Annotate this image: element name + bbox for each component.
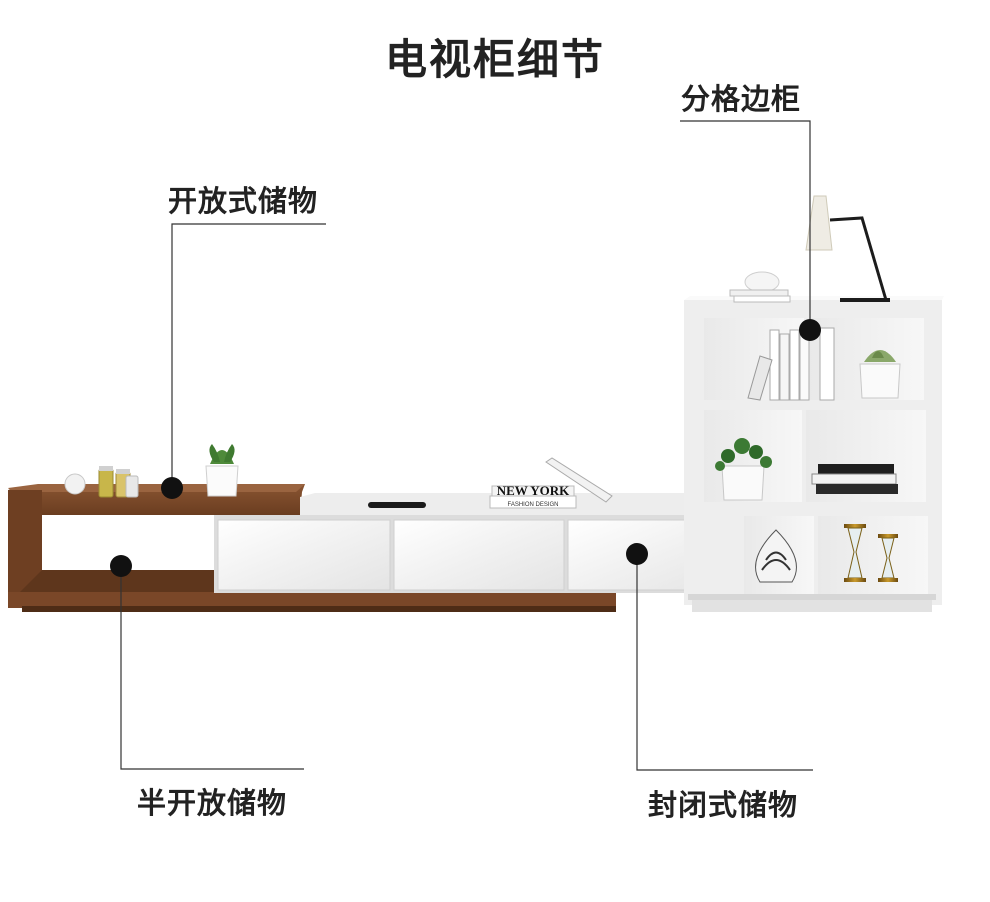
callout-dot-closed — [626, 543, 648, 565]
callout-semi-open-storage — [110, 555, 304, 770]
shelf-books-stack — [811, 464, 898, 494]
callout-open-storage — [161, 223, 326, 499]
callout-divider-cabinet — [680, 120, 821, 341]
callout-dot-divider — [799, 319, 821, 341]
callout-dot-semi — [110, 555, 132, 577]
hourglasses — [844, 524, 898, 582]
ceramic-vase — [755, 529, 797, 583]
label-open-storage: 开放式储物 — [168, 184, 319, 218]
top-books-decor — [729, 271, 791, 303]
decor-jars — [64, 466, 139, 498]
label-divider-cabinet: 分格边柜 — [681, 82, 802, 116]
potted-succulent — [205, 444, 239, 497]
book-subtitle: FASHION DESIGN — [507, 502, 558, 508]
page-title: 电视柜细节 — [384, 35, 605, 84]
shelf-plant-middle — [715, 438, 772, 501]
book-title: NEW YORK — [497, 483, 570, 498]
white-drawer-unit — [214, 493, 744, 593]
callout-dot-open — [161, 477, 183, 499]
shelf-books — [747, 327, 835, 401]
callout-closed-storage — [626, 543, 813, 771]
shelf-plant-top — [859, 350, 901, 399]
label-semi-open-storage: 半开放储物 — [137, 786, 288, 820]
desk-lamp — [805, 195, 890, 302]
newyork-books: NEW YORK FASHION DESIGN — [489, 457, 613, 509]
label-closed-storage: 封闭式储物 — [648, 788, 799, 822]
